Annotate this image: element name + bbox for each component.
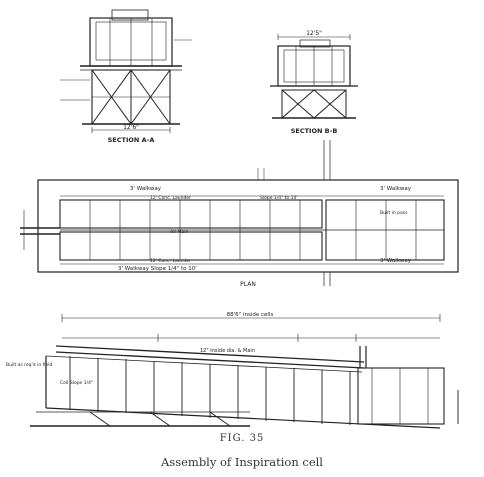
section-b-b [270,34,358,119]
elevation-pipe-note: 12" Inside dia. & Main [200,348,255,354]
section-a-a [60,9,192,133]
plan-slope-note: Slope 1/4" to 10' [260,195,298,201]
section-a-width-dim: 12'6" [123,124,139,131]
plan-walkway-bottom-right: 3' Walkway [380,258,412,264]
figure-number: FIG. 35 [219,433,265,444]
plan-walkway-top-right: 3' Walkway [380,186,412,192]
plan-air-main: Air Main [170,229,188,235]
section-b-b-label: SECTION B-B [291,127,338,135]
elevation-view [30,314,459,429]
plan-launder-top: 12' Conc. Launder [150,195,191,201]
section-b-width-dim: 12'5" [306,30,322,37]
plan-walkway-top-left: 3' Walkway [130,186,162,192]
plan-view [20,140,459,286]
elevation-cell-slope: Cell Slope 1/4" [60,380,93,386]
section-a-a-label: SECTION A-A [108,136,155,144]
plan-bulk-note: Built in pass [380,210,408,216]
plan-walkway-bottom-left: 3' Walkway Slope 1/4" to 10' [118,266,197,272]
elevation-overall-dim: 88'6" inside cells [227,312,274,318]
figure-title: Assembly of Inspiration cell [161,455,323,469]
plan-launder-bottom: 12' Conc. Launder [150,258,191,264]
plan-label: PLAN [240,281,256,288]
elevation-left-note: Built as req'd in field [6,362,52,368]
